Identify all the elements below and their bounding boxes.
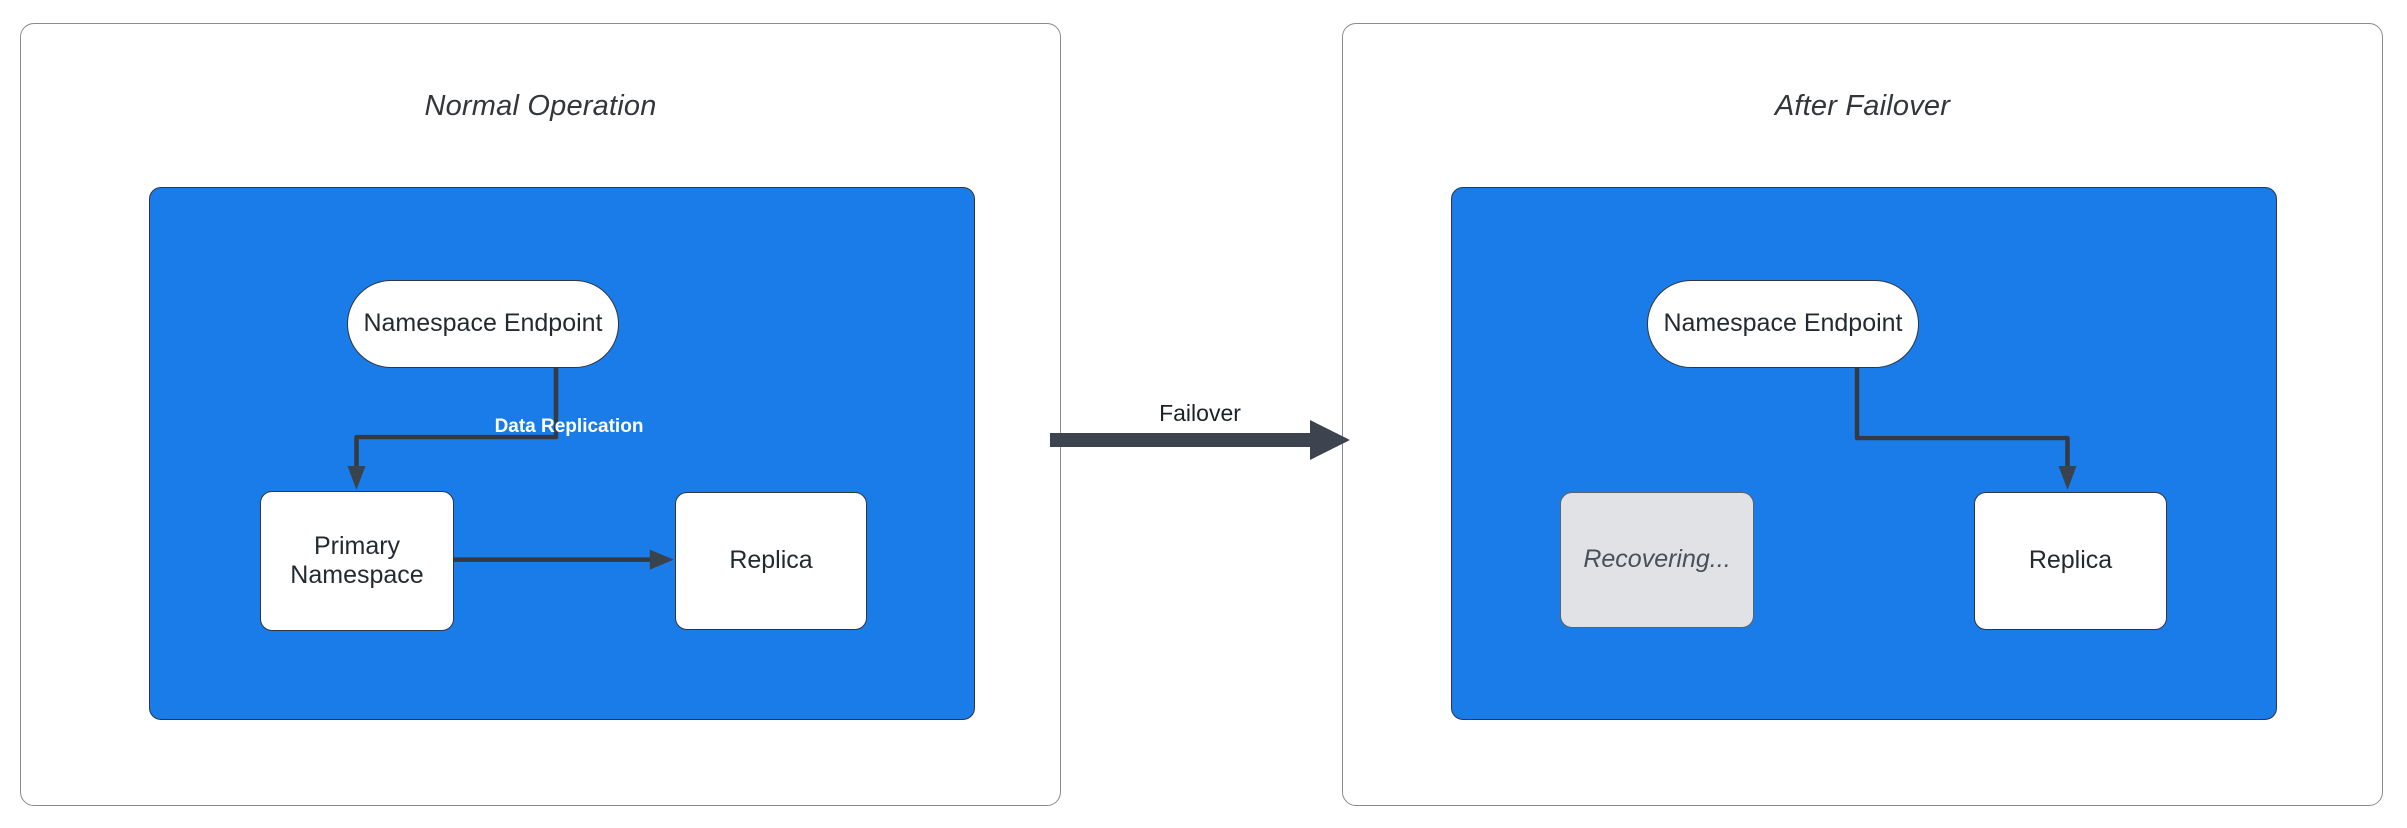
node-label: Replica	[729, 546, 813, 575]
panel-after-failover: After Failover Namespace Endpoint Recove…	[1342, 23, 2383, 806]
failover-arrow-icon	[1050, 420, 1350, 460]
panel-normal-operation: Normal Operation Namespace Endpoint Prim…	[20, 23, 1061, 806]
node-label: Recovering...	[1583, 545, 1731, 574]
node-replica[interactable]: Replica	[675, 492, 867, 630]
node-namespace-endpoint[interactable]: Namespace Endpoint	[1647, 280, 1919, 368]
panel-title-after-failover: After Failover	[1774, 90, 1951, 122]
node-label-line-2: Namespace	[290, 561, 424, 589]
connector-endpoint-to-replica	[1854, 367, 2077, 490]
node-recovering[interactable]: Recovering...	[1560, 492, 1754, 628]
node-namespace-endpoint[interactable]: Namespace Endpoint	[347, 280, 619, 368]
node-label-wrapper: Primary Namespace	[290, 532, 423, 591]
edge-label-data-replication: Data Replication	[494, 416, 644, 437]
node-label: Replica	[2028, 546, 2113, 575]
node-label: Namespace Endpoint	[1663, 309, 1903, 338]
zone-after-failover: Namespace Endpoint Recovering... Replica	[1451, 187, 2277, 720]
node-label-line-1: Primary	[313, 531, 401, 560]
node-label: Namespace Endpoint	[363, 309, 603, 338]
failover-label: Failover	[1159, 400, 1241, 426]
panel-title-normal-operation: Normal Operation	[424, 90, 657, 122]
node-replica[interactable]: Replica	[1974, 492, 2167, 630]
connector-endpoint-to-primary	[347, 367, 559, 490]
node-primary-namespace[interactable]: Primary Namespace	[260, 491, 454, 631]
zone-normal-operation: Namespace Endpoint Primary Namespace Rep…	[149, 187, 975, 720]
connector-primary-to-replica	[453, 549, 674, 570]
